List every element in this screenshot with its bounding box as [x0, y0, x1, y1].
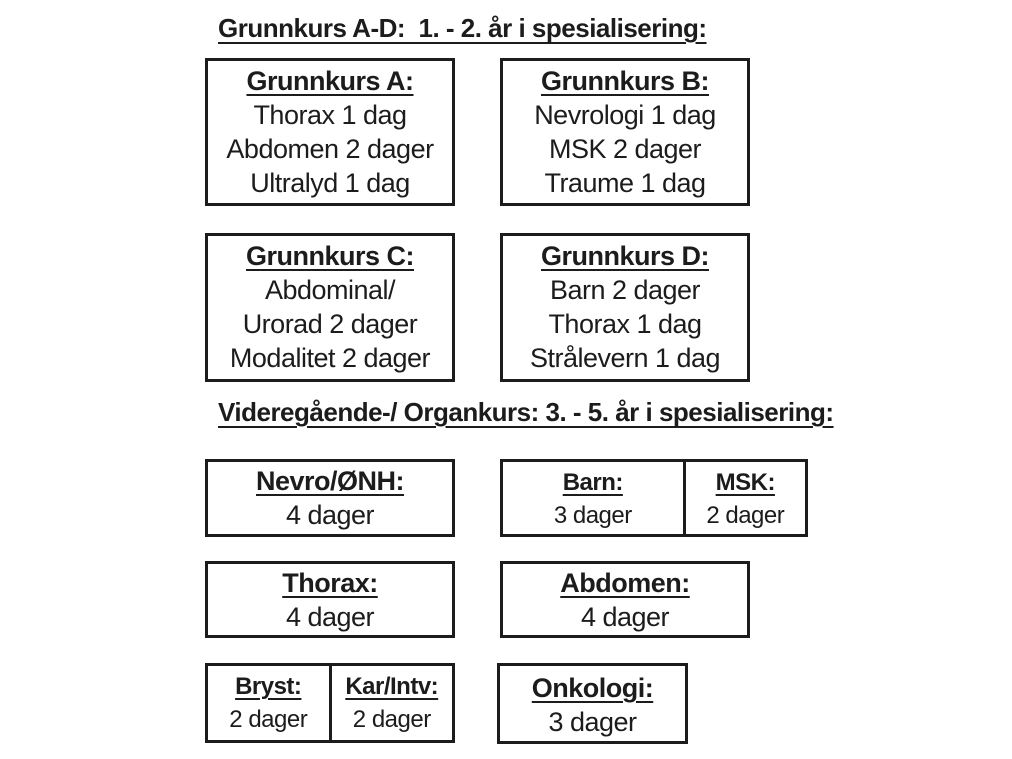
- box-heading: Onkologi:: [531, 673, 654, 703]
- box-line: 2 dager: [706, 502, 785, 529]
- box-line: Traume 1 dag: [544, 168, 706, 198]
- box-line: MSK 2 dager: [548, 134, 702, 164]
- box-line: Urorad 2 dager: [242, 309, 418, 339]
- cell-bryst: Bryst: 2 dager: [208, 666, 329, 740]
- box-abdomen: Abdomen: 4 dager: [500, 561, 750, 638]
- box-grunnkurs-c: Grunnkurs C: Abdominal/ Urorad 2 dager M…: [205, 233, 455, 382]
- box-line: Strålevern 1 dag: [529, 343, 721, 373]
- box-line: Ultralyd 1 dag: [250, 168, 410, 198]
- box-thorax: Thorax: 4 dager: [205, 561, 455, 638]
- box-line: 4 dager: [285, 602, 375, 632]
- box-bryst-kar: Bryst: 2 dager Kar/Intv: 2 dager: [205, 663, 455, 743]
- box-line: 2 dager: [229, 706, 308, 733]
- cell-kar-intv: Kar/Intv: 2 dager: [328, 666, 453, 740]
- box-heading: Grunnkurs D:: [540, 241, 710, 271]
- box-line: 4 dager: [285, 500, 375, 530]
- box-heading: Abdomen:: [560, 568, 690, 598]
- box-line: 2 dager: [352, 706, 431, 733]
- box-heading: MSK:: [715, 469, 776, 496]
- box-line: 3 dager: [553, 502, 632, 529]
- box-heading: Grunnkurs A:: [246, 66, 414, 96]
- cell-msk: MSK: 2 dager: [682, 462, 805, 534]
- box-heading: Grunnkurs C:: [245, 241, 415, 271]
- box-line: Abdomen 2 dager: [226, 134, 434, 164]
- section-title-videregaende-organkurs: Videregående-/ Organkurs: 3. - 5. år i s…: [218, 397, 834, 427]
- box-heading: Thorax:: [282, 568, 378, 598]
- cell-barn: Barn: 3 dager: [503, 462, 683, 534]
- box-barn-msk: Barn: 3 dager MSK: 2 dager: [500, 459, 808, 537]
- box-line: Abdominal/: [264, 275, 396, 305]
- box-heading: Barn:: [562, 469, 624, 496]
- box-grunnkurs-b: Grunnkurs B: Nevrologi 1 dag MSK 2 dager…: [500, 58, 750, 206]
- box-line: Thorax 1 dag: [548, 309, 702, 339]
- box-heading: Bryst:: [235, 673, 302, 700]
- box-grunnkurs-d: Grunnkurs D: Barn 2 dager Thorax 1 dag S…: [500, 233, 750, 382]
- box-line: Thorax 1 dag: [253, 100, 407, 130]
- box-heading: Kar/Intv:: [345, 673, 439, 700]
- box-nevro-onh: Nevro/ØNH: 4 dager: [205, 459, 455, 537]
- box-line: Modalitet 2 dager: [229, 343, 431, 373]
- box-line: 3 dager: [548, 707, 637, 737]
- box-line: 4 dager: [580, 602, 670, 632]
- box-grunnkurs-a: Grunnkurs A: Thorax 1 dag Abdomen 2 dage…: [205, 58, 455, 206]
- box-line: Barn 2 dager: [549, 275, 701, 305]
- box-heading: Grunnkurs B:: [540, 66, 710, 96]
- section-title-grunnkurs: Grunnkurs A-D: 1. - 2. år i spesialiseri…: [218, 13, 707, 43]
- box-line: Nevrologi 1 dag: [534, 100, 716, 130]
- box-heading: Nevro/ØNH:: [255, 466, 405, 496]
- box-onkologi: Onkologi: 3 dager: [497, 663, 688, 744]
